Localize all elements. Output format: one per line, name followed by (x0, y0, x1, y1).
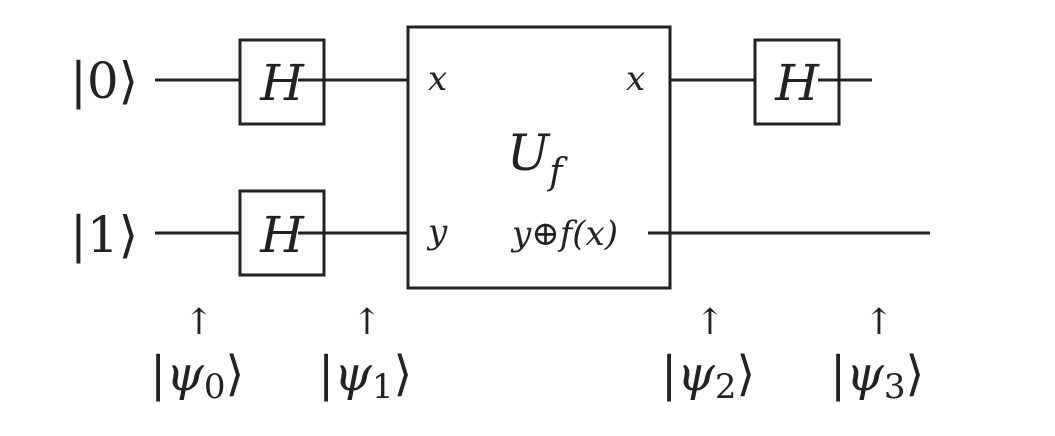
hadamard-gate-top-right: H (753, 38, 841, 126)
up-arrow-icon: ↑ (352, 302, 382, 343)
oracle-port-bottom-in: y (426, 212, 448, 252)
hadamard-gate-bottom-left: H (238, 189, 326, 277)
state-marker-psi3: ↑ |ψ3⟩ (830, 302, 924, 407)
hadamard-label: H (259, 54, 305, 112)
state-label-psi3: |ψ3⟩ (830, 346, 924, 407)
oracle-gate: Uf x x y y⊕f(x) (406, 25, 672, 290)
state-label-psi1: |ψ1⟩ (318, 346, 412, 407)
oracle-port-bottom-out: y⊕f(x) (510, 214, 618, 254)
up-arrow-icon: ↑ (864, 302, 894, 343)
oracle-label: Uf (507, 124, 568, 193)
hadamard-label: H (774, 54, 820, 112)
oracle-port-top-out: x (626, 59, 645, 99)
state-label-psi0: |ψ0⟩ (150, 346, 244, 407)
hadamard-gate-top-left: H (238, 38, 326, 126)
oracle-port-top-in: x (428, 59, 447, 99)
state-marker-psi2: ↑ |ψ2⟩ (661, 302, 755, 407)
up-arrow-icon: ↑ (184, 302, 214, 343)
up-arrow-icon: ↑ (695, 302, 725, 343)
state-marker-psi0: ↑ |ψ0⟩ (150, 302, 244, 407)
state-label-psi2: |ψ2⟩ (661, 346, 755, 407)
input-ket-0: |0⟩ (70, 52, 138, 110)
hadamard-label: H (259, 206, 305, 264)
state-marker-psi1: ↑ |ψ1⟩ (318, 302, 412, 407)
input-ket-1: |1⟩ (70, 206, 138, 264)
